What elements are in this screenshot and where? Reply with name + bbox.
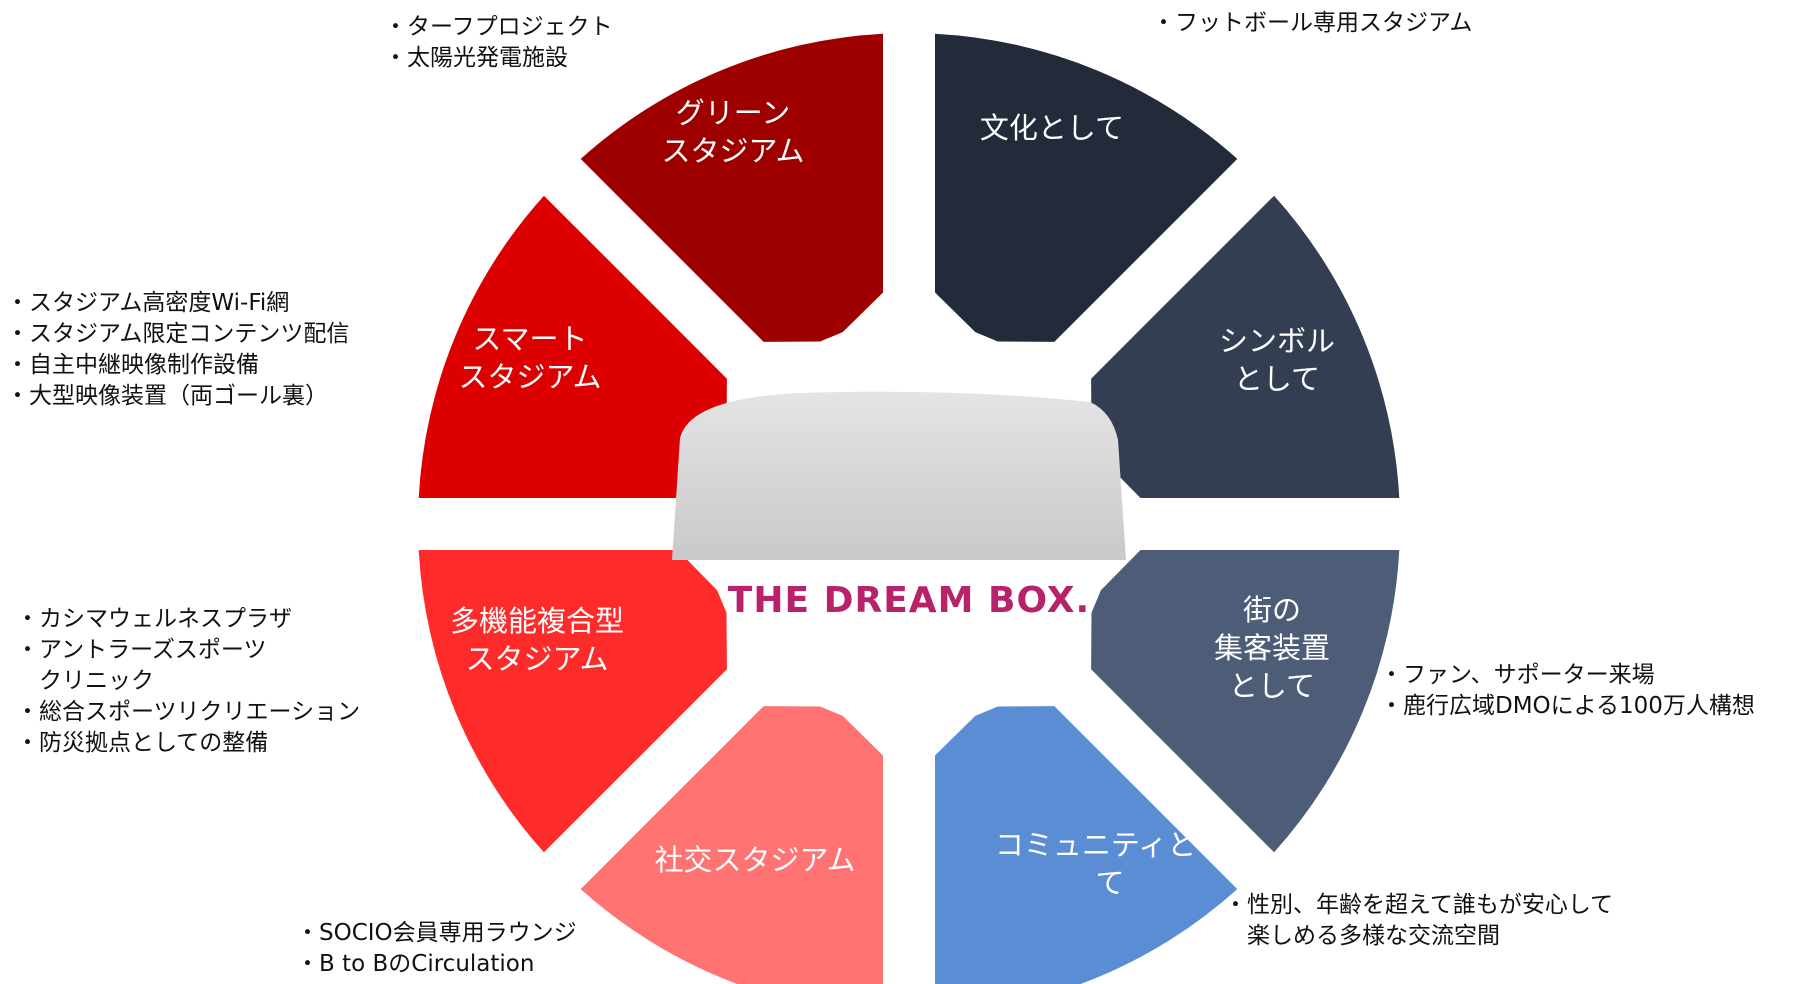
stadium-image [672, 391, 1126, 560]
segment-label-culture: 文化として [980, 111, 1124, 145]
segment-label-line: コミュニティとし [995, 828, 1225, 862]
segment-label-multi: 多機能複合型スタジアム [450, 604, 624, 676]
note-list-community: ・性別、年齢を超えて誰もが安心して 楽しめる多様な交流空間 [1224, 890, 1613, 952]
note-list-social: ・SOCIO会員専用ラウンジ・B to BのCirculation [296, 918, 577, 980]
segment-label-social: 社交スタジアム [655, 843, 856, 877]
segment-ring: 文化としてシンボルとして街の集客装置としてコミュニティとして社交スタジアム多機能… [418, 33, 1400, 984]
note-item: ・B to BのCirculation [296, 951, 535, 977]
segment-multi [418, 550, 727, 853]
note-item: ・防災拠点としての整備 [16, 730, 269, 756]
segment-label-symbol: シンボルとして [1219, 324, 1335, 396]
note-item: ・大型映像装置（両ゴール裏） [6, 383, 328, 409]
segment-culture [935, 33, 1238, 342]
segment-green [580, 33, 883, 342]
note-item: ・カシマウェルネスプラザ [16, 606, 292, 632]
note-item: ・鹿行広域DMOによる100万人構想 [1380, 693, 1755, 719]
segment-label-town: 街の集客装置として [1214, 593, 1330, 703]
note-item: ・フットボール専用スタジアム [1152, 10, 1473, 36]
segment-label-community: コミュニティとして [995, 828, 1225, 900]
segment-label-line: て [1095, 866, 1124, 900]
segment-label-line: シンボル [1219, 324, 1335, 358]
segment-label-line: 街の [1243, 593, 1301, 627]
note-item: ・性別、年齢を超えて誰もが安心して [1224, 892, 1614, 918]
segment-label-line: として [1229, 669, 1315, 703]
note-item: ・スタジアム限定コンテンツ配信 [6, 321, 350, 347]
segment-label-line: スマート [472, 322, 587, 356]
segment-town [1091, 550, 1400, 853]
center-title: THE DREAM BOX. [728, 580, 1090, 621]
segment-label-line: として [1234, 362, 1320, 396]
note-list-culture: ・フットボール専用スタジアム [1152, 8, 1472, 39]
segment-label-line: スタジアム [466, 642, 609, 676]
segment-symbol [1091, 195, 1400, 498]
segment-label-line: 社交スタジアム [655, 843, 856, 877]
segment-label-line: グリーン [676, 96, 791, 130]
center-logo: THE DREAM BOX. [672, 391, 1126, 621]
note-item: ・スタジアム高密度Wi-Fi網 [6, 290, 290, 316]
segment-social [580, 706, 883, 984]
note-item: ・太陽光発電施設 [384, 45, 568, 71]
segment-label-line: 文化として [980, 111, 1124, 145]
segment-label-line: スタジアム [459, 360, 602, 394]
note-item: クリニック [16, 668, 154, 694]
note-item: 楽しめる多様な交流空間 [1224, 923, 1500, 949]
segment-label-line: スタジアム [662, 134, 805, 168]
segment-label-line: 集客装置 [1214, 631, 1330, 665]
note-list-green: ・ターフプロジェクト・太陽光発電施設 [384, 12, 613, 74]
note-list-town: ・ファン、サポーター来場・鹿行広域DMOによる100万人構想 [1380, 660, 1755, 722]
note-item: ・ターフプロジェクト [384, 14, 613, 40]
segment-smart [418, 195, 727, 498]
note-item: ・自主中継映像制作設備 [6, 352, 259, 378]
note-item: ・SOCIO会員専用ラウンジ [296, 920, 577, 946]
note-list-multi: ・カシマウェルネスプラザ・アントラーズスポーツ クリニック・総合スポーツリクリエ… [16, 604, 360, 759]
segment-label-green: グリーンスタジアム [662, 96, 805, 168]
note-item: ・総合スポーツリクリエーション [16, 699, 361, 725]
segment-label-line: 多機能複合型 [450, 604, 624, 638]
note-item: ・ファン、サポーター来場 [1380, 662, 1655, 688]
note-list-smart: ・スタジアム高密度Wi-Fi網・スタジアム限定コンテンツ配信・自主中継映像制作設… [6, 288, 349, 412]
note-item: ・アントラーズスポーツ [16, 637, 267, 663]
segment-label-smart: スマートスタジアム [459, 322, 602, 394]
segment-community [935, 706, 1238, 984]
